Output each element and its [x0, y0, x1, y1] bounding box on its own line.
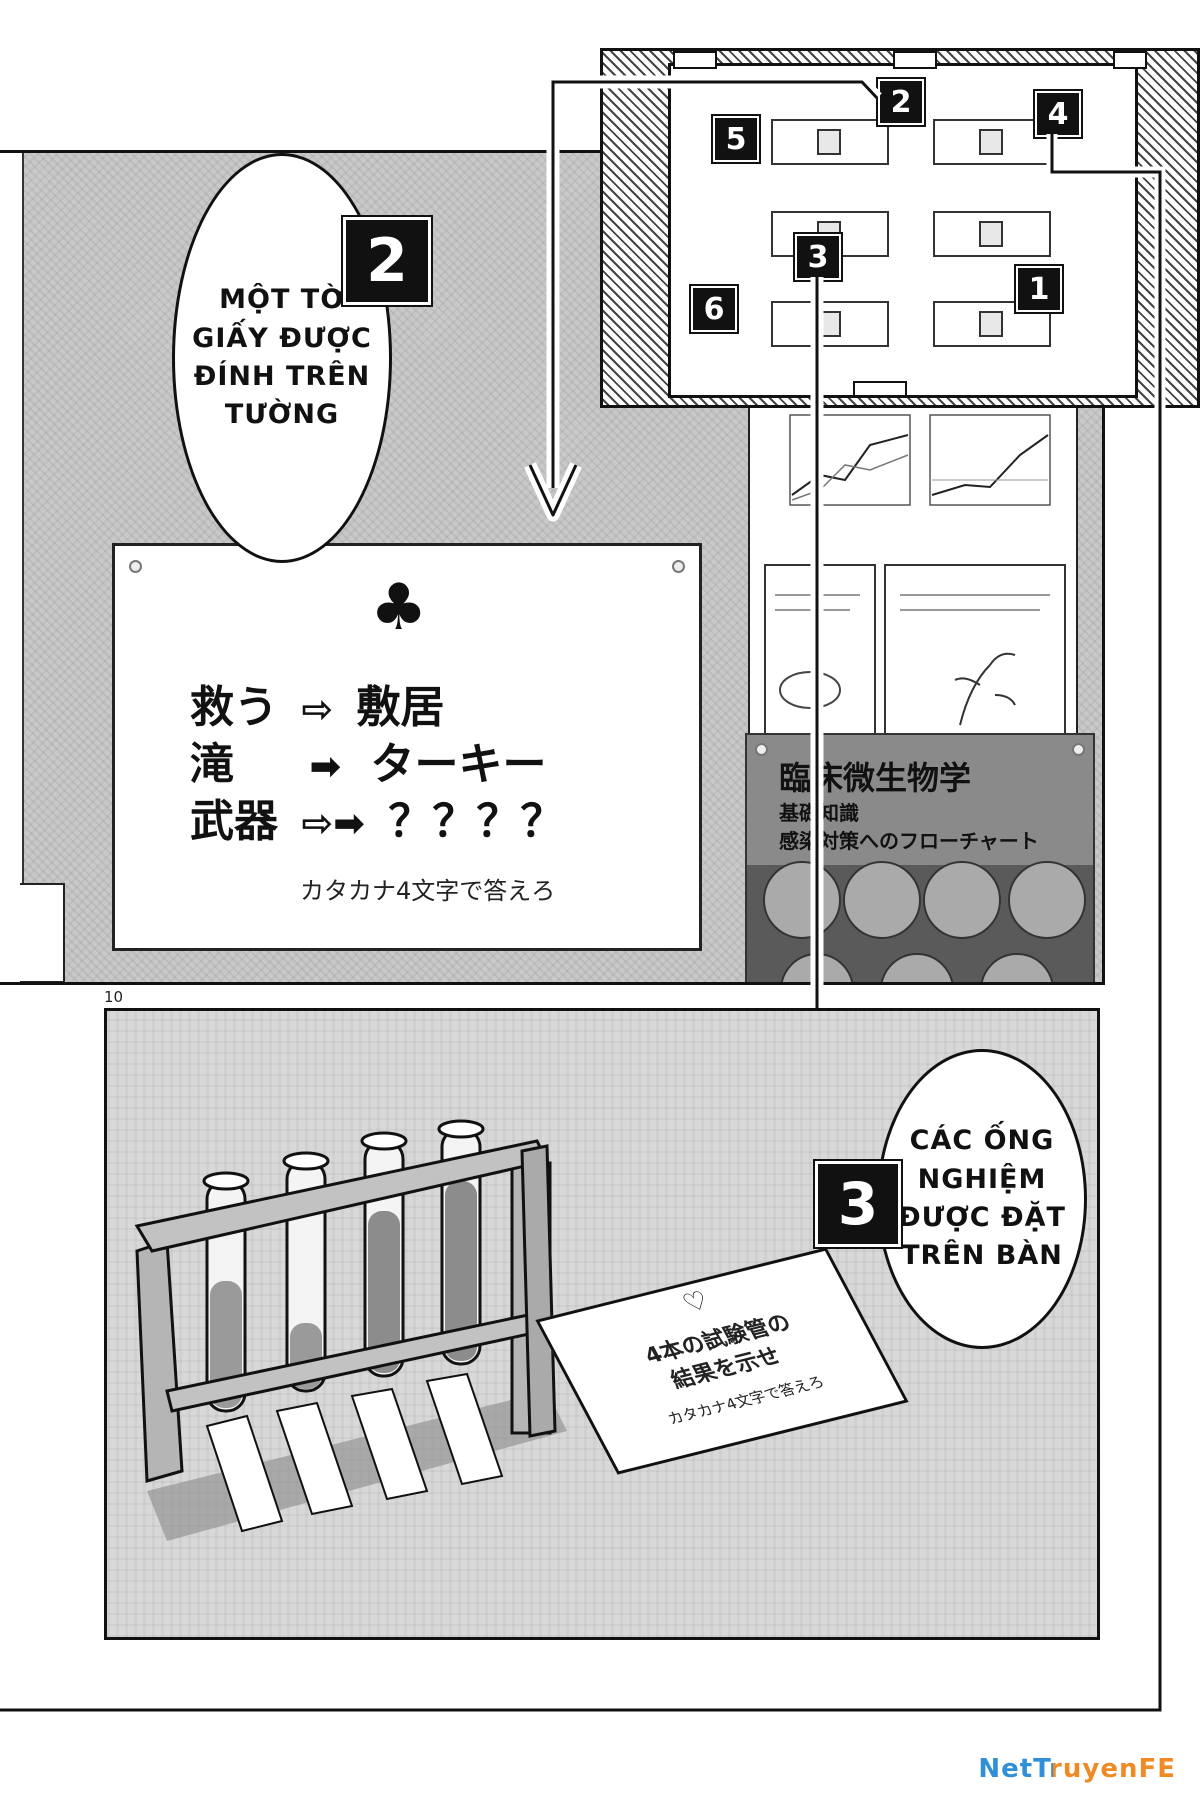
map-chair — [979, 129, 1003, 155]
chart-poster-drawing — [764, 414, 1066, 746]
note-pin — [129, 560, 142, 573]
flowchart-poster: 臨床微生物学 基礎知識 感染対策へのフローチャート — [745, 733, 1095, 982]
riddle-word: 敷居 — [356, 682, 445, 733]
watermark-logo: NetTruyenFE — [978, 1754, 1176, 1784]
riddle-word: 滝 — [190, 739, 234, 790]
callout-number-2: 2 — [341, 215, 433, 307]
arrow-icon: ➡ — [309, 744, 342, 788]
club-icon: ♣ — [370, 571, 428, 645]
test-tube — [437, 1119, 485, 1366]
page-number: 10 — [104, 988, 124, 1006]
riddle-instruction: カタカナ4文字で答えろ — [300, 877, 556, 905]
arrow-icon: ⇨➡ — [301, 801, 366, 845]
bottom-panel: ♡ 4本の試験管の 結果を示せ カタカナ4文字で答えろ CÁC ỐNG NGHI… — [104, 1008, 1100, 1640]
map-marker-3: 3 — [793, 232, 843, 282]
heart-icon: ♡ — [677, 1286, 715, 1320]
map-marker-2: 2 — [876, 77, 926, 127]
map-top-fixture — [893, 51, 937, 69]
callout-number-3: 3 — [813, 1159, 903, 1249]
arrow-icon: ⇨ — [301, 687, 334, 731]
riddle-line-2: 滝 ➡ ターキー — [190, 728, 547, 792]
map-bottom-fixture — [853, 381, 907, 397]
map-chair — [817, 311, 841, 337]
speech-bubble-paper: MỘT TỜ GIẤY ĐƯỢC ĐÍNH TRÊN TƯỜNG — [172, 153, 392, 563]
riddle-line-1: 救う ⇨ 敷居 — [190, 671, 445, 735]
map-chair — [979, 221, 1003, 247]
chart-poster — [748, 393, 1078, 773]
flowchart-circles — [763, 861, 1086, 982]
map-marker-4: 4 — [1033, 89, 1083, 139]
map-chair — [817, 129, 841, 155]
riddle-word: 救う — [190, 682, 278, 733]
map-marker-6: 6 — [689, 284, 739, 334]
map-top-fixture — [673, 51, 717, 69]
riddle-word: ターキー — [370, 739, 547, 790]
map-marker-5: 5 — [711, 114, 761, 164]
riddle-answer: ？？？？ — [388, 796, 565, 847]
test-tube-rack — [134, 1119, 567, 1541]
note-pin — [672, 560, 685, 573]
speech-bubble-test-tubes: CÁC ỐNG NGHIỆM ĐƯỢC ĐẶT TRÊN BÀN — [877, 1049, 1087, 1349]
floor-map: 2 4 5 3 1 6 — [600, 48, 1200, 408]
club-riddle-note: ♣ 救う ⇨ 敷居 滝 ➡ ターキー 武器 ⇨➡ ？？？？ カタカナ4文字で答え… — [112, 543, 702, 951]
riddle-word: 武器 — [190, 796, 278, 847]
wall-edge — [0, 153, 24, 982]
map-top-fixture — [1113, 51, 1147, 69]
riddle-line-3: 武器 ⇨➡ ？？？？ — [190, 785, 564, 849]
wall-paper-small — [20, 883, 65, 982]
map-chair — [979, 311, 1003, 337]
map-marker-1: 1 — [1014, 264, 1064, 314]
bubble-text: CÁC ỐNG NGHIỆM ĐƯỢC ĐẶT TRÊN BÀN — [898, 1125, 1066, 1272]
watermark-text: NetTruyenFE — [978, 1754, 1176, 1784]
